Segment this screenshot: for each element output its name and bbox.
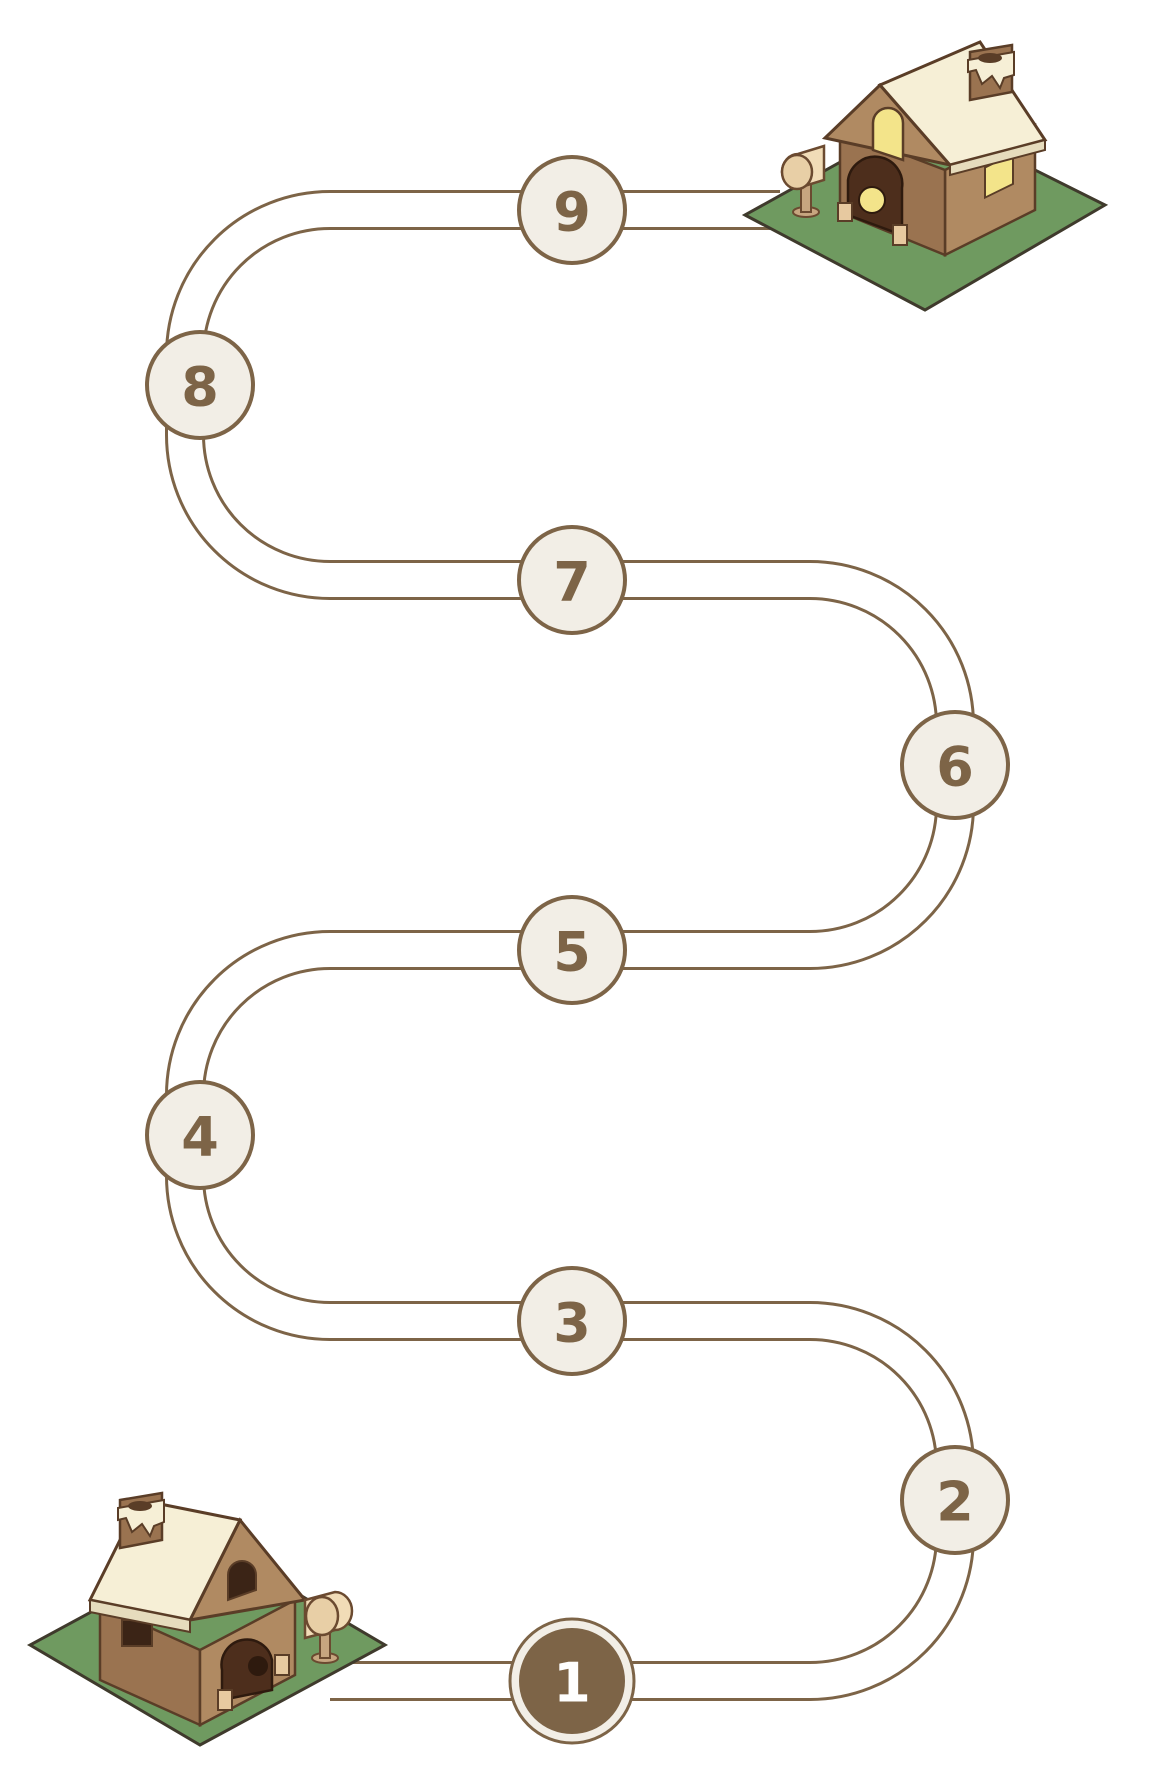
level-number: 4 <box>181 1106 219 1169</box>
level-node-circle <box>517 525 627 635</box>
house-goal-icon <box>741 40 1109 312</box>
level-number: 7 <box>553 551 591 614</box>
level-number: 9 <box>553 181 591 244</box>
level-node-5[interactable]: 5 <box>517 895 627 1005</box>
level-node-fill <box>519 1628 625 1734</box>
house-start-icon <box>26 1491 389 1747</box>
level-node-8[interactable]: 8 <box>145 330 255 440</box>
level-number: 2 <box>936 1471 974 1534</box>
level-number: 8 <box>181 356 219 419</box>
mailbox-icon <box>303 1590 354 1664</box>
level-node-circle <box>145 1080 255 1190</box>
level-nodes: 1 2 3 4 5 6 7 8 9 <box>145 155 1010 1745</box>
level-node-6[interactable]: 6 <box>900 710 1010 820</box>
level-node-circle <box>900 1445 1010 1555</box>
level-node-3[interactable]: 3 <box>517 1266 627 1376</box>
mailbox-icon <box>780 144 826 218</box>
level-node-7[interactable]: 7 <box>517 525 627 635</box>
level-number: 3 <box>553 1292 591 1355</box>
level-node-circle <box>517 155 627 265</box>
level-number: 1 <box>553 1652 591 1715</box>
chimney-icon <box>117 1491 165 1550</box>
level-node-circle <box>145 330 255 440</box>
level-node-2[interactable]: 2 <box>900 1445 1010 1555</box>
level-node-circle <box>517 895 627 1005</box>
chimney-icon <box>967 43 1015 102</box>
level-node-4[interactable]: 4 <box>145 1080 255 1190</box>
level-node-1[interactable]: 1 <box>508 1617 636 1745</box>
level-node-circle <box>517 1266 627 1376</box>
level-number: 6 <box>936 736 974 799</box>
level-number: 5 <box>553 921 591 984</box>
level-node-9[interactable]: 9 <box>517 155 627 265</box>
level-node-circle <box>900 710 1010 820</box>
